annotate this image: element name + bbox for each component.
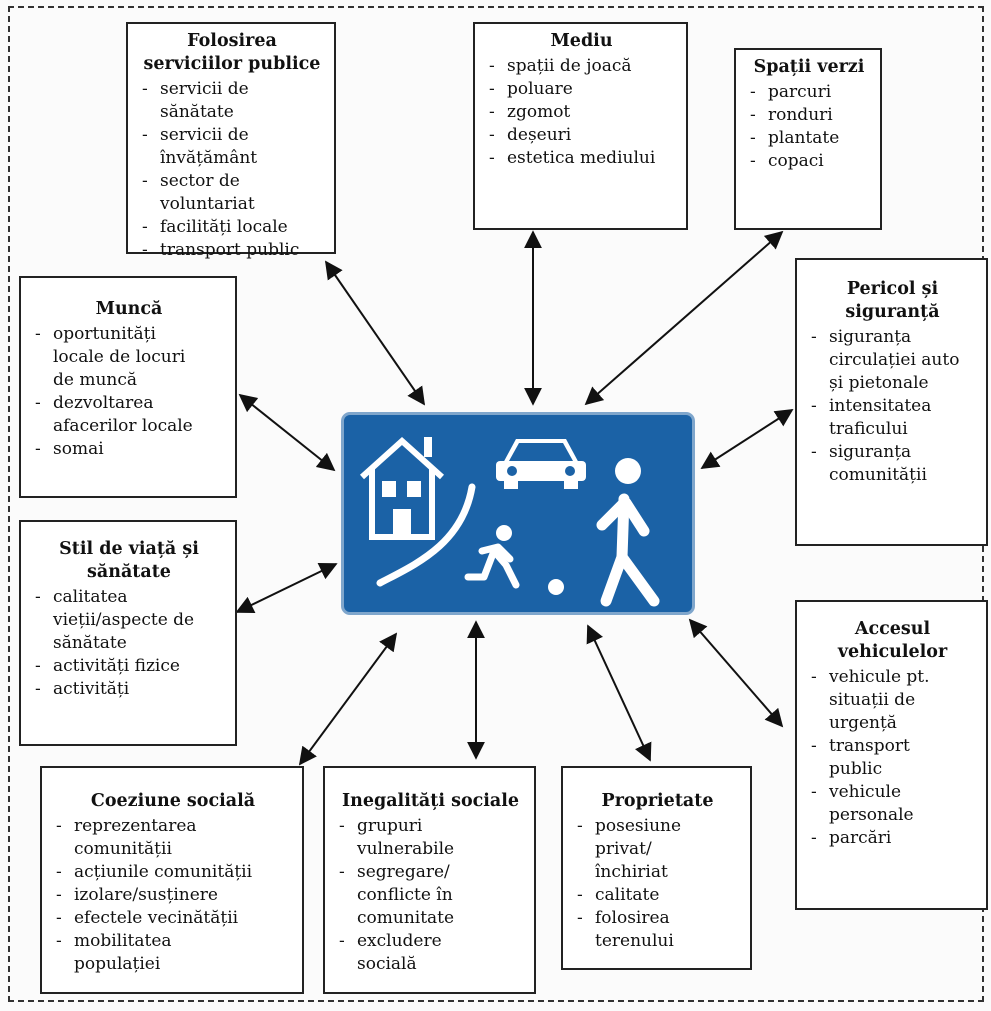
list-item: posesiune privat/închiriat xyxy=(573,815,716,884)
list-item: copaci xyxy=(746,150,872,173)
box-title: Coeziune socială xyxy=(90,791,256,811)
box-title: Proprietate xyxy=(601,791,714,811)
list-item: poluare xyxy=(485,78,678,101)
list-item: parcări xyxy=(807,827,954,850)
list-item: transport public xyxy=(138,239,326,262)
box-coeziune-sociala: Coeziune socială reprezentarea comunităț… xyxy=(40,766,304,994)
item-list: spații de joacă poluare zgomot deșeuri e… xyxy=(485,55,678,170)
car-icon xyxy=(496,439,586,489)
box-folosirea-serviciilor: Folosirea serviciilor publice servicii d… xyxy=(126,22,336,262)
item-list: vehicule pt. situații de urgență transpo… xyxy=(807,666,978,850)
list-item: ronduri xyxy=(746,104,872,127)
list-item: spații de joacă xyxy=(485,55,678,78)
item-list: oportunități locale de locuri de muncă d… xyxy=(31,323,227,461)
box-title: Inegalități sociale xyxy=(341,791,520,811)
list-item: intensitatea traficului xyxy=(807,395,978,441)
list-item: acțiunile comunității xyxy=(52,861,254,884)
list-item: servicii de sănătate xyxy=(138,78,326,124)
list-item: izolare/susținere xyxy=(52,884,254,907)
item-list: posesiune privat/închiriat calitate folo… xyxy=(573,815,742,953)
list-item: vehicule personale xyxy=(807,781,954,827)
box-proprietate: Proprietate posesiune privat/închiriat c… xyxy=(561,766,752,970)
arrow-munca xyxy=(238,393,336,472)
arrow-pericol xyxy=(700,409,794,469)
list-item: folosirea terenului xyxy=(573,907,716,953)
box-title: Mediu xyxy=(550,31,613,51)
list-item: oportunități locale de locuri de muncă xyxy=(31,323,197,392)
box-spatii-verzi: Spații verzi parcuri ronduri plantate co… xyxy=(734,48,882,230)
list-item: activități fizice xyxy=(31,655,219,678)
list-item: deșeuri xyxy=(485,124,678,147)
list-item: efectele vecinătății xyxy=(52,907,254,930)
item-list: grupuri vulnerabile segregare/ conflicte… xyxy=(335,815,526,976)
list-item: transport public xyxy=(807,735,954,781)
item-list: calitatea vieții/aspecte de sănătate act… xyxy=(31,586,227,701)
list-item: facilități locale xyxy=(138,216,326,239)
list-item: mobilitatea populației xyxy=(52,930,254,976)
list-item: estetica mediului xyxy=(485,147,678,170)
list-item: dezvoltarea afacerilor locale xyxy=(31,392,197,438)
arrow-stil xyxy=(235,562,338,614)
box-title: Folosirea serviciilor publice xyxy=(143,31,321,74)
road-curve-icon xyxy=(376,483,476,587)
arrow-proprietate xyxy=(586,624,652,762)
arrow-coeziune xyxy=(298,632,398,766)
item-list: parcuri ronduri plantate copaci xyxy=(746,81,872,173)
arrow-servicii xyxy=(324,260,426,406)
list-item: parcuri xyxy=(746,81,872,104)
list-item: calitate xyxy=(573,884,716,907)
child-running-icon xyxy=(464,525,520,589)
pedestrian-icon xyxy=(596,458,660,607)
item-list: servicii de sănătate servicii de învățăm… xyxy=(138,78,326,262)
list-item: servicii de învățământ xyxy=(138,124,326,170)
list-item: activități xyxy=(31,678,219,701)
list-item: reprezentarea comunității xyxy=(52,815,254,861)
list-item: siguranța comunității xyxy=(807,441,978,487)
ball-icon xyxy=(548,579,564,595)
box-title: Muncă xyxy=(95,299,163,319)
box-mediu: Mediu spații de joacă poluare zgomot deș… xyxy=(473,22,688,230)
list-item: segregare/ conflicte în comunitate xyxy=(335,861,500,930)
list-item: siguranța circulației auto și pietonale xyxy=(807,326,978,395)
box-inegalitati-sociale: Inegalități sociale grupuri vulnerabile … xyxy=(323,766,536,994)
arrow-verzi xyxy=(584,230,784,406)
box-title: Spații verzi xyxy=(753,57,865,77)
list-item: excludere socială xyxy=(335,930,500,976)
box-title: Accesul vehiculelor xyxy=(837,619,948,662)
list-item: plantate xyxy=(746,127,872,150)
list-item: grupuri vulnerabile xyxy=(335,815,500,861)
item-list: reprezentarea comunității acțiunile comu… xyxy=(52,815,294,976)
arrow-acces xyxy=(688,618,784,728)
box-stil-de-viata: Stil de viață și sănătate calitatea vieț… xyxy=(19,520,237,746)
box-title: Pericol și siguranță xyxy=(845,279,940,322)
living-street-sign xyxy=(341,412,695,615)
box-accesul-vehiculelor: Accesul vehiculelor vehicule pt. situați… xyxy=(795,600,988,910)
list-item: zgomot xyxy=(485,101,678,124)
box-munca: Muncă oportunități locale de locuri de m… xyxy=(19,276,237,498)
list-item: somai xyxy=(31,438,197,461)
box-pericol-siguranta: Pericol și siguranță siguranța circulați… xyxy=(795,258,988,546)
list-item: vehicule pt. situații de urgență xyxy=(807,666,954,735)
box-title: Stil de viață și sănătate xyxy=(59,539,199,582)
list-item: calitatea vieții/aspecte de sănătate xyxy=(31,586,219,655)
item-list: siguranța circulației auto și pietonale … xyxy=(807,326,978,487)
list-item: sector de voluntariat xyxy=(138,170,326,216)
